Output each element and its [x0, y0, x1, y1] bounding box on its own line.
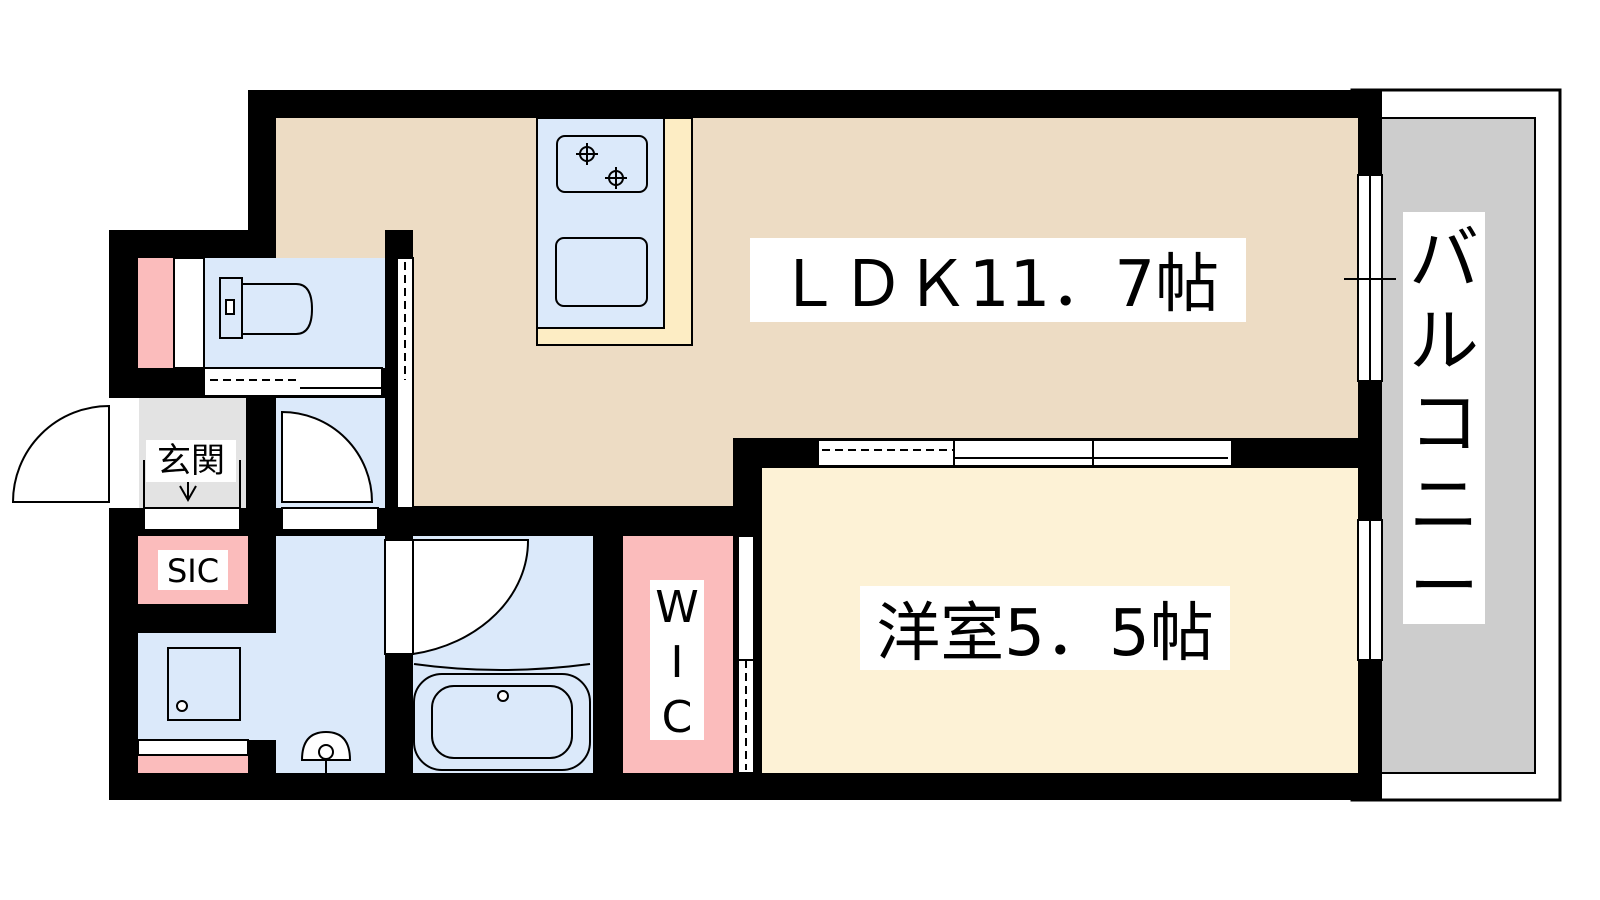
- entrance: 玄関: [11, 398, 241, 531]
- toilet-door: [203, 367, 383, 397]
- wall-sic-right: [248, 508, 276, 633]
- wall-entrance-mid: [246, 398, 276, 508]
- hall-door-swing: [281, 410, 374, 503]
- western-room-label: 洋室5．5帖: [876, 597, 1213, 671]
- entrance-door-opening: [109, 398, 139, 508]
- burner-icon: [576, 143, 627, 189]
- entrance-label: 玄関: [157, 441, 225, 481]
- wall-bath-wic: [593, 506, 623, 773]
- toilet-icon: [219, 277, 314, 339]
- bathtub-inner: [431, 685, 573, 759]
- balcony-label-char-5: ー: [1409, 546, 1479, 628]
- balcony-label-char-3: コ: [1409, 382, 1479, 464]
- ldk-label-bg: [750, 238, 1246, 322]
- washroom-storage-floor: [138, 753, 248, 773]
- shoe-closet-label-bg: [158, 550, 228, 590]
- entrance-door-swing: [11, 404, 110, 503]
- entrance-arrow-icon: [179, 482, 197, 503]
- kitchen: [536, 117, 693, 346]
- wall-washroom-shelf: [248, 740, 276, 773]
- wash-basin-icon: [300, 730, 352, 773]
- ldk-label: ＬＤＫ11．7帖: [777, 248, 1219, 322]
- wic-label-char-c: C: [662, 692, 693, 743]
- western-sliding-door: [817, 439, 1233, 467]
- bathtub-drain-icon: [497, 690, 509, 702]
- washing-machine-drain-icon: [176, 700, 188, 712]
- entrance-step: [143, 507, 241, 531]
- balcony-label-char-1: バ: [1409, 218, 1479, 300]
- bath-step-line: [413, 663, 591, 671]
- balcony-label-char-4: ニ: [1409, 464, 1479, 546]
- bath-door-frame: [384, 539, 414, 655]
- balcony-label-bg: [1403, 212, 1485, 624]
- balcony-label-char-2: ル: [1409, 300, 1479, 382]
- western-room-label-bg: [860, 586, 1230, 670]
- entrance-label-bg: [146, 440, 236, 482]
- wic-label-char-w: W: [655, 582, 699, 633]
- stove: [556, 135, 648, 193]
- wic-label-char-i: I: [671, 637, 684, 688]
- hall-door-frame: [281, 507, 379, 531]
- toilet-storage-floor: [138, 258, 174, 368]
- toilet-storage-door: [173, 257, 205, 369]
- wall-ldk-bottom: [385, 506, 762, 536]
- wic-sliding-door: [737, 535, 755, 774]
- washroom-shelf: [137, 739, 249, 756]
- wic-label-bg: [650, 580, 704, 740]
- balcony: バ ル コ ニ ー: [1350, 88, 1562, 802]
- bath-door-swing: [384, 539, 530, 655]
- shoe-closet-label: SIC: [167, 552, 219, 590]
- sink: [555, 237, 648, 307]
- toilet-ldk-sliding-door: [396, 257, 414, 509]
